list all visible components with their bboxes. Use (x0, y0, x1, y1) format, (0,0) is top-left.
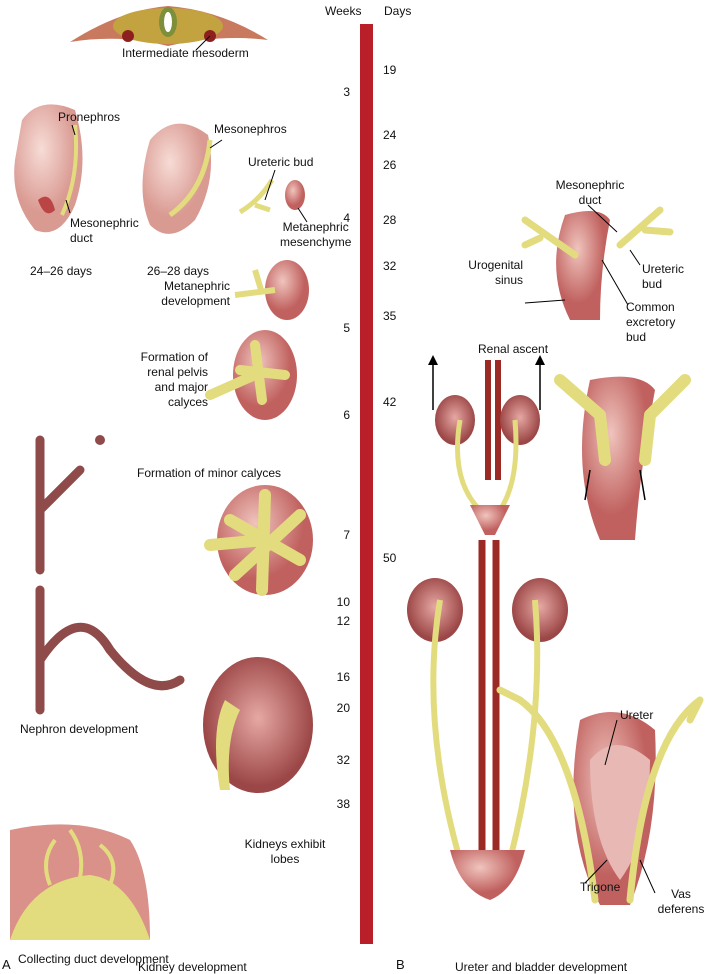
label-trigone: Trigone (580, 880, 621, 894)
week-tick: 32 (336, 753, 350, 767)
label-line: Formation of (140, 350, 208, 364)
days-header: Days (384, 4, 412, 18)
embryo-26-28-days (142, 123, 213, 234)
label-line: Metanephric (282, 220, 349, 234)
panel-b-caption: Ureter and bladder development (455, 960, 628, 974)
label-line: and major (154, 380, 208, 394)
day-tick: 28 (383, 213, 397, 227)
label-minor-calyces: Formation of minor calyces (137, 466, 282, 480)
week-tick: 12 (336, 614, 350, 628)
label-line: duct (578, 193, 602, 207)
label-line: Kidneys exhibit (244, 837, 326, 851)
label-mesonephros: Mesonephros (214, 122, 287, 136)
label-line: Mesonephric (555, 178, 625, 192)
kidneys-ascent-stage (428, 355, 545, 535)
day-tick: 19 (383, 63, 397, 77)
bladder-stage-2 (554, 374, 691, 540)
label-line: mesenchyme (280, 235, 352, 249)
week-tick: 6 (343, 408, 350, 422)
embryo-24-26-days (14, 104, 83, 233)
leader-lines (65, 124, 656, 894)
label-line: renal pelvis (147, 365, 208, 379)
week-tick: 38 (336, 797, 350, 811)
label-line: Ureteric (642, 262, 685, 276)
label-line: lobes (270, 852, 300, 866)
week-tick: 10 (336, 595, 350, 609)
label-line: duct (70, 231, 93, 245)
day-tick: 35 (383, 309, 397, 323)
week-tick: 7 (343, 528, 350, 542)
label-line: deferens (657, 902, 705, 916)
label-line: excretory (626, 315, 676, 329)
label-line: calyces (167, 395, 208, 409)
week-tick: 5 (343, 321, 350, 335)
panel-a-letter: A (2, 957, 11, 972)
week-tick: 3 (343, 85, 350, 99)
label-line: Vas (671, 887, 691, 901)
panel-a-caption: Kidney development (138, 960, 247, 974)
day-tick: 26 (383, 158, 397, 172)
week-tick: 4 (343, 211, 350, 225)
bladder-trigone (496, 686, 704, 905)
week-tick: 16 (336, 670, 350, 684)
label-line: bud (626, 330, 647, 344)
urogenital-sinus (521, 206, 674, 320)
label-renal-ascent: Renal ascent (478, 342, 549, 356)
intermediate-mesoderm-section (70, 6, 268, 51)
label-pronephros: Pronephros (58, 110, 121, 124)
timeline-bar (360, 24, 373, 944)
label-line: Common (626, 300, 675, 314)
label-line: bud (642, 277, 663, 291)
collecting-duct-tissue (10, 824, 150, 940)
day-tick: 42 (383, 395, 397, 409)
day-tick: 24 (383, 128, 397, 142)
label-line: sinus (494, 273, 523, 287)
label-26-28-days: 26–28 days (147, 264, 210, 278)
label-24-26-days: 24–26 days (30, 264, 93, 278)
day-tick: 50 (383, 551, 397, 565)
label-nephron-development: Nephron development (20, 722, 139, 736)
label-line: Mesonephric (70, 216, 139, 230)
label-line: Metanephric (163, 279, 230, 293)
week-tick: 20 (336, 701, 350, 715)
panel-b-letter: B (396, 957, 405, 972)
weeks-header: Weeks (325, 4, 362, 18)
day-tick: 32 (383, 259, 397, 273)
label-line: development (161, 294, 230, 308)
label-line: Urogenital (468, 258, 523, 272)
label-ureter: Ureter (620, 708, 654, 722)
label-ureteric-bud: Ureteric bud (248, 155, 314, 169)
label-collecting-duct: Collecting duct development (18, 952, 169, 966)
kidneys-final-stage (407, 540, 568, 900)
label-intermediate-mesoderm: Intermediate mesoderm (122, 46, 249, 60)
